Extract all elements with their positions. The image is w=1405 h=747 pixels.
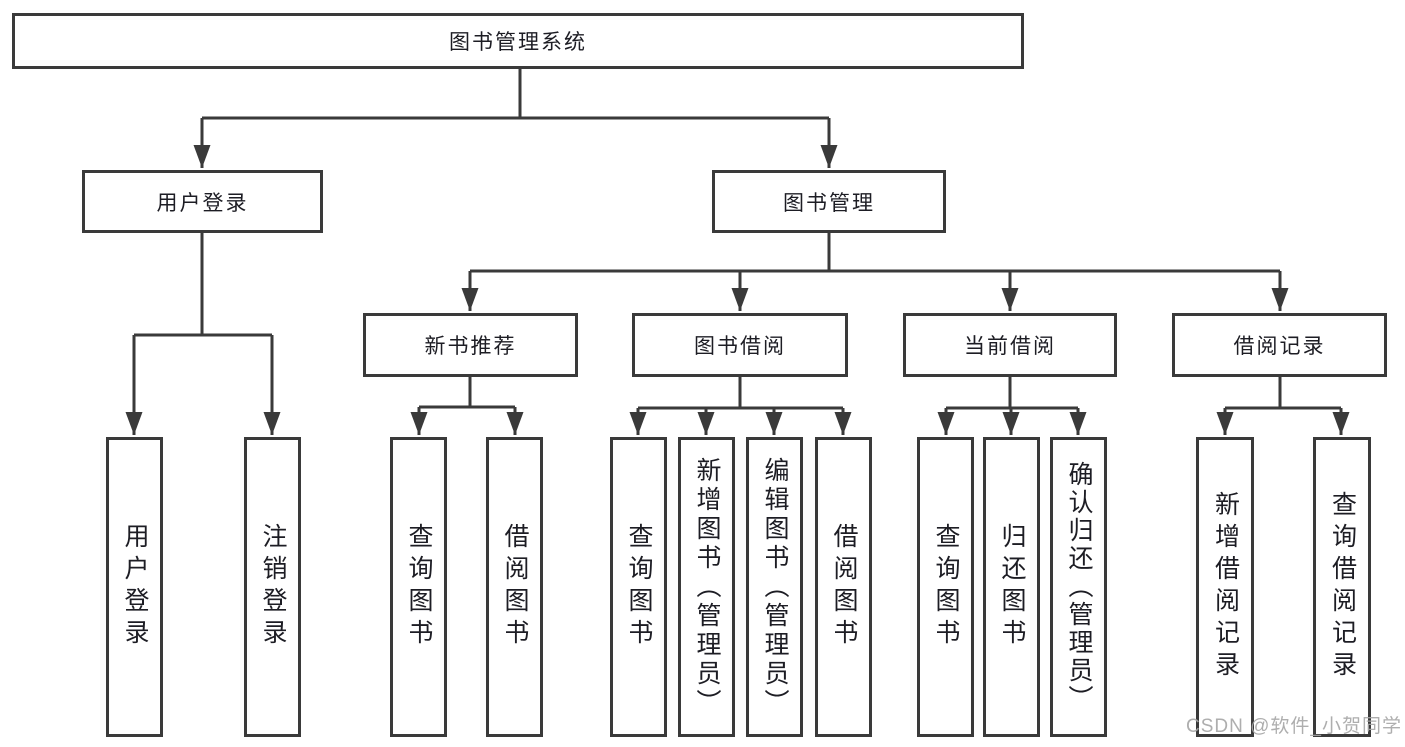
node-leaf-query-borrow-record: 查询借阅记录 [1313, 437, 1371, 737]
node-leaf-logout: 注销登录 [244, 437, 301, 737]
node-root-library-system: 图书管理系统 [12, 13, 1024, 69]
node-user-login: 用户登录 [82, 170, 323, 233]
node-new-book-recommend: 新书推荐 [363, 313, 578, 377]
node-leaf-edit-book-admin: 编辑图书（管理员） [746, 437, 803, 737]
csdn-watermark: CSDN @软件_小贺同学 [1186, 716, 1402, 737]
node-leaf-add-borrow-record: 新增借阅记录 [1196, 437, 1254, 737]
node-leaf-borrow-books-1: 借阅图书 [486, 437, 543, 737]
node-leaf-borrow-books-2: 借阅图书 [815, 437, 872, 737]
node-borrow-records: 借阅记录 [1172, 313, 1387, 377]
node-leaf-add-book-admin: 新增图书（管理员） [678, 437, 735, 737]
node-leaf-query-books-1: 查询图书 [390, 437, 447, 737]
node-book-borrow: 图书借阅 [632, 313, 848, 377]
node-current-borrow: 当前借阅 [903, 313, 1117, 377]
node-leaf-query-books-3: 查询图书 [917, 437, 974, 737]
node-leaf-confirm-return-admin: 确认归还（管理员） [1050, 437, 1107, 737]
node-leaf-return-books: 归还图书 [983, 437, 1040, 737]
node-leaf-query-books-2: 查询图书 [610, 437, 667, 737]
node-leaf-user-login: 用户登录 [106, 437, 163, 737]
node-book-management: 图书管理 [712, 170, 946, 233]
